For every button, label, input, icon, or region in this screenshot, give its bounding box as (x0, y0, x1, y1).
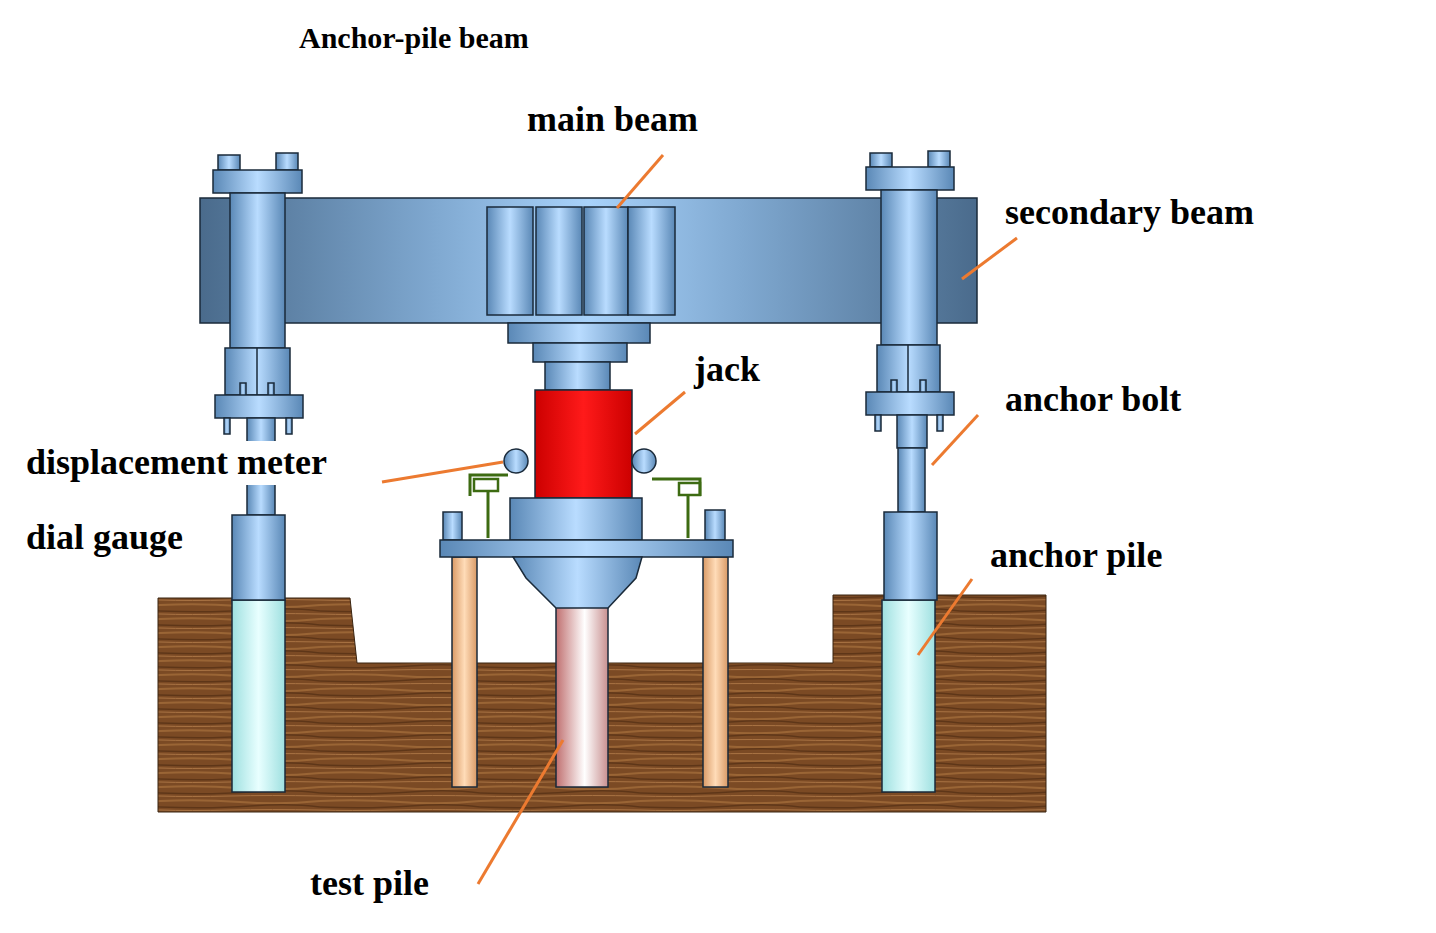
jack (535, 390, 632, 498)
anchor-assembly (866, 151, 954, 600)
reference-pile (703, 557, 728, 787)
part-label: secondary beam (1003, 191, 1256, 234)
leader-line (932, 415, 978, 465)
cap-plate (213, 170, 302, 193)
part-label: dial gauge (24, 516, 185, 559)
cap-plate (866, 167, 954, 190)
title: Anchor-pile beam (297, 20, 531, 56)
jack-base (510, 498, 642, 540)
nut (276, 153, 298, 170)
pile-cap (513, 557, 642, 608)
bracket-rod (487, 491, 490, 538)
part-label: main beam (525, 98, 700, 141)
bolt (224, 418, 230, 434)
displacement-meter (504, 449, 528, 473)
beam-block (487, 207, 533, 315)
bearing-plate (508, 323, 650, 343)
bracket-rod (687, 495, 690, 538)
nut (928, 151, 950, 167)
anchor-bolt (897, 415, 927, 448)
nut (218, 155, 240, 170)
dial-gauge (474, 479, 498, 491)
bolt (937, 415, 943, 431)
displacement-meter (632, 449, 656, 473)
nut (870, 153, 892, 167)
leader-line (962, 238, 1017, 279)
main-beam (200, 198, 977, 323)
gauge-brackets (470, 475, 700, 538)
anchor-bolt (898, 448, 925, 512)
coupling-split (256, 348, 258, 395)
anchor-pile (232, 600, 285, 792)
bracket (652, 479, 700, 496)
anchor-pile (882, 600, 935, 792)
bolt (286, 418, 292, 434)
bearing-plate (533, 343, 627, 362)
pile-head (884, 512, 937, 600)
column (230, 193, 285, 348)
leader-line (635, 392, 685, 434)
beam-block (584, 207, 628, 315)
plate (215, 395, 303, 418)
coupling-split (907, 345, 909, 392)
plate (866, 392, 954, 415)
coupling (225, 348, 290, 395)
reference-beam (440, 540, 733, 557)
ground (158, 595, 1046, 812)
test-pile (556, 606, 608, 787)
part-label: anchor bolt (1003, 378, 1183, 421)
leader-line (382, 462, 503, 482)
part-label: anchor pile (988, 534, 1164, 577)
part-label: jack (692, 348, 762, 391)
coupling (877, 345, 940, 392)
part-label: displacement meter (24, 441, 329, 484)
leader-line (918, 579, 972, 655)
ram (545, 362, 610, 390)
beam-block (536, 207, 582, 315)
bolt (875, 415, 881, 431)
post (443, 512, 462, 540)
beam-block (628, 207, 675, 315)
anchor-assembly (213, 153, 303, 600)
leader-line (478, 740, 563, 884)
pile-head (232, 515, 285, 600)
beam-blocks (487, 207, 675, 315)
leader-line (617, 155, 663, 208)
post (705, 510, 725, 540)
part-label: test pile (308, 862, 431, 905)
dial-gauge (679, 483, 700, 495)
column (881, 190, 937, 345)
reference-pile (452, 557, 477, 787)
leader-lines (382, 155, 1017, 884)
